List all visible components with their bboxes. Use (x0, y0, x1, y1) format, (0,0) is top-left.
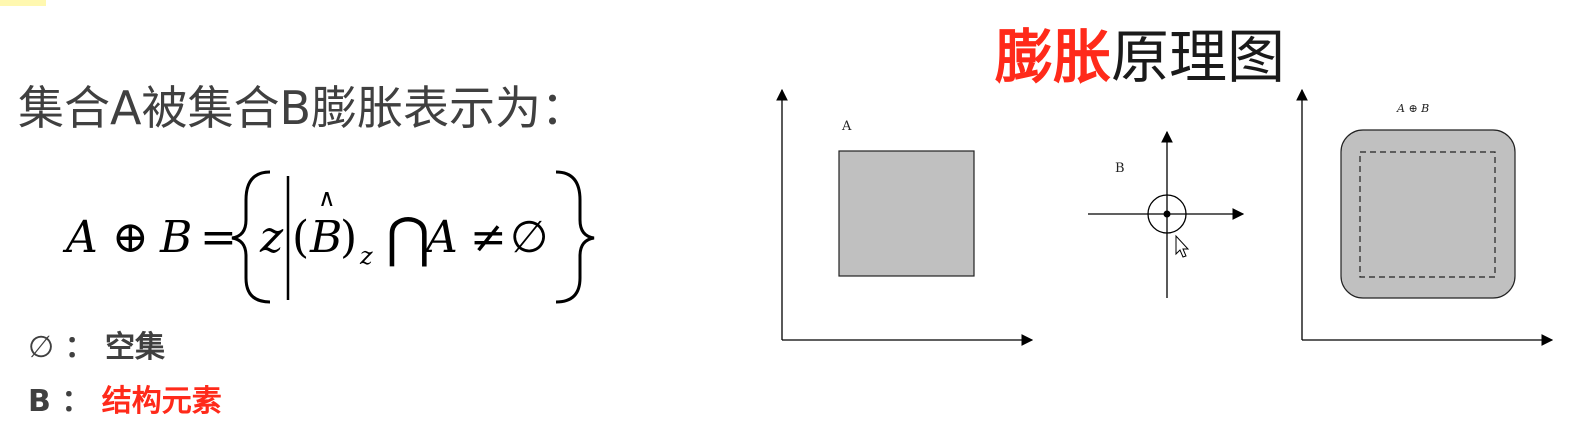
legend-empty-set: ∅ ： 空集 (28, 322, 165, 366)
dilation-diagram: A B A ⊕ B (760, 80, 1570, 360)
formula-lhs-a: A (62, 212, 98, 263)
cursor-pointer-icon (1175, 234, 1190, 258)
formula-empty: ∅ (510, 212, 548, 263)
legend-empty-symbol: ∅ (28, 330, 55, 365)
right-brace (555, 170, 595, 304)
panel-dilation-result: A ⊕ B (1296, 88, 1554, 346)
formula-cap: ⋂ (386, 206, 430, 269)
legend-empty-text: 空集 (105, 330, 166, 365)
structuring-element-circle (1147, 194, 1187, 234)
formula-a: A (422, 212, 458, 263)
panel-set-a: A (776, 88, 1034, 346)
legend-structuring-text: 结构元素 (101, 384, 222, 419)
formula-svg: A ⊕ B = z ( ∧ B ) z ⋂ A ≠ ∅ (62, 170, 595, 304)
legend-structuring-element: B ： 结构元素 (28, 376, 222, 420)
formula-open-paren: ( (292, 212, 309, 263)
corner-highlight-mark (0, 0, 46, 6)
dilated-set-shape (1340, 129, 1516, 299)
dilation-formula: A ⊕ B = z ( ∧ B ) z ⋂ A ≠ ∅ (60, 160, 600, 310)
panel-structuring-element: B (1088, 130, 1245, 298)
formula-b-reflect: B (309, 212, 342, 263)
formula-oplus: ⊕ (112, 212, 149, 263)
formula-equals: = (200, 212, 237, 263)
formula-subscript-z: z (359, 242, 373, 270)
formula-hat: ∧ (318, 184, 336, 212)
diagram-svg: A B A ⊕ B (776, 88, 1554, 346)
diagram-title: 膨胀原理图 (995, 10, 1285, 94)
dilation-heading: 集合A被集合B膨胀表示为： (18, 81, 588, 135)
panel3-label: A ⊕ B (1396, 102, 1429, 115)
formula-neq: ≠ (470, 212, 507, 263)
panel1-label: A (841, 119, 852, 134)
legend-separator: ： (61, 384, 92, 419)
formula-z: z (259, 212, 284, 263)
set-a-square (838, 150, 975, 277)
structuring-element-origin (1163, 210, 1171, 218)
diagram-title-highlight: 膨胀 (995, 23, 1112, 91)
diagram-title-rest: 原理图 (1111, 23, 1286, 91)
legend-b-symbol: B (28, 384, 51, 419)
legend-separator: ： (64, 330, 95, 365)
left-brace (231, 170, 271, 304)
panel2-label: B (1115, 161, 1125, 176)
formula-lhs-b: B (159, 212, 192, 263)
formula-close-paren: ) (340, 212, 357, 263)
